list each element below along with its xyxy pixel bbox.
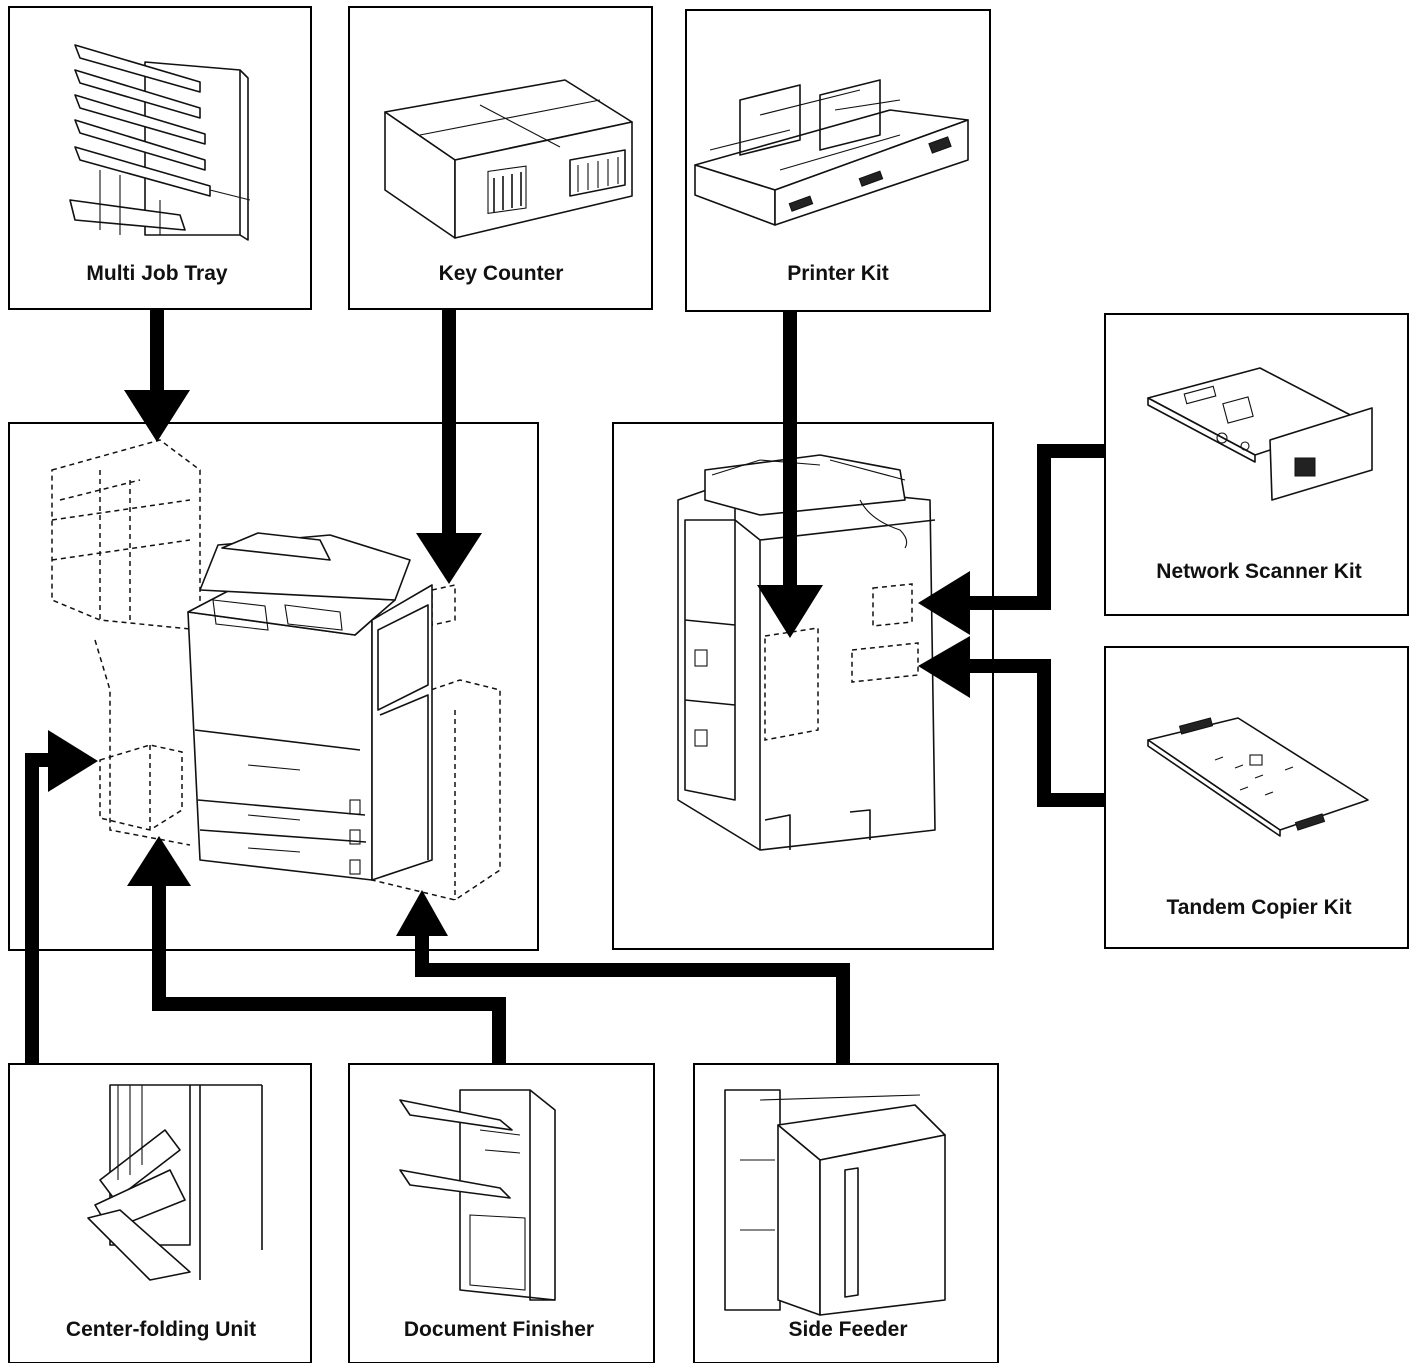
copier-rear-illustration (678, 455, 935, 850)
side-feeder-label: Side Feeder (788, 1318, 907, 1341)
key-counter-box: Key Counter (349, 7, 652, 309)
multi-job-tray-label: Multi Job Tray (86, 262, 228, 285)
network-scanner-kit-box: Network Scanner Kit (1105, 314, 1408, 615)
key-counter-label: Key Counter (439, 262, 564, 285)
tandem-copier-kit-label: Tandem Copier Kit (1166, 896, 1351, 919)
center-folding-unit-label: Center-folding Unit (66, 1318, 256, 1341)
document-finisher-label: Document Finisher (404, 1318, 594, 1341)
printer-kit-label: Printer Kit (787, 262, 889, 285)
side-feeder-illustration (725, 1090, 945, 1315)
tandem-copier-kit-box: Tandem Copier Kit (1105, 647, 1408, 948)
printer-kit-box: Printer Kit (686, 10, 990, 311)
center-folding-unit-box: Center-folding Unit (9, 1064, 311, 1363)
document-finisher-box: Document Finisher (349, 1064, 654, 1363)
multi-job-tray-box: Multi Job Tray (9, 7, 311, 309)
network-scanner-kit-label: Network Scanner Kit (1156, 560, 1361, 583)
side-feeder-box: Side Feeder (694, 1064, 998, 1363)
